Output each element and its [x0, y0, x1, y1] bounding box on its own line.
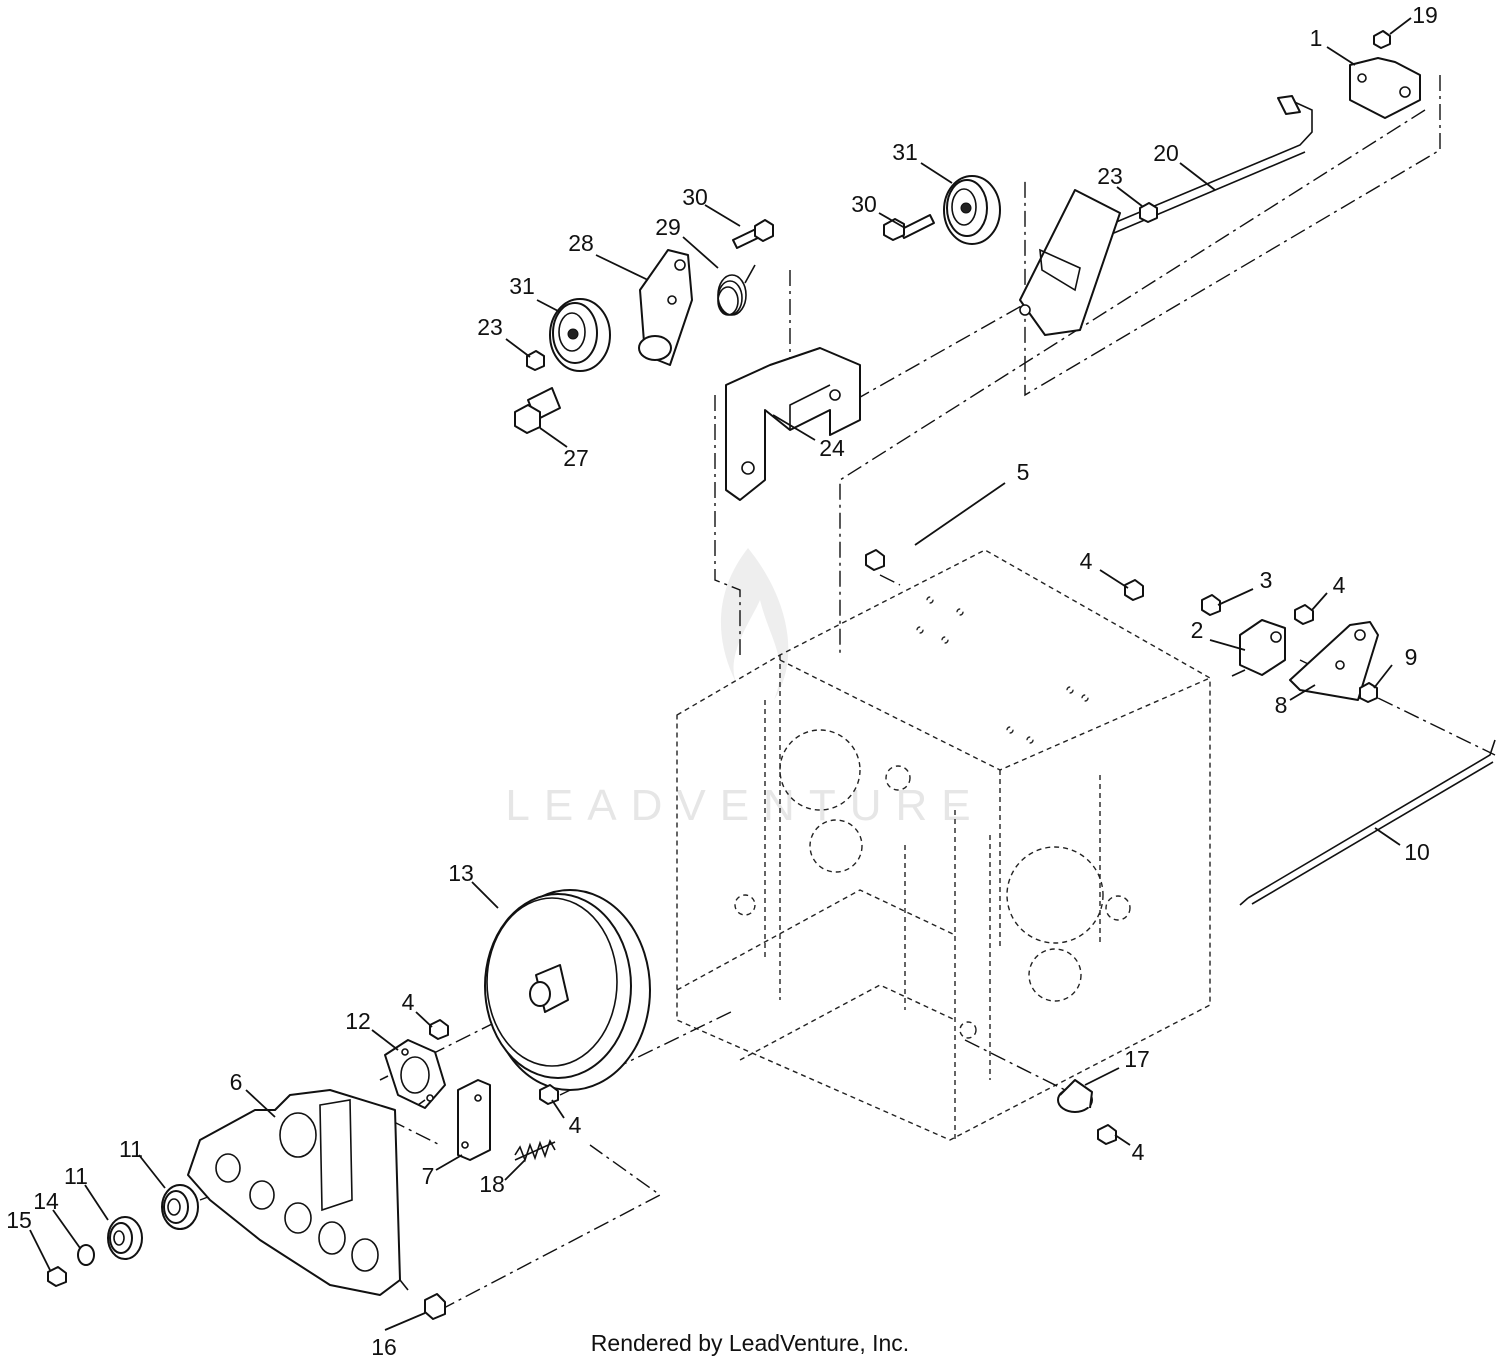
callout-11-upper: 11	[119, 1136, 143, 1162]
part-12-bearing-flange	[379, 1039, 446, 1109]
callout-8: 8	[1275, 692, 1288, 718]
callout-14: 14	[33, 1188, 59, 1214]
frame-housing	[676, 549, 1211, 1141]
part-4-bolt-top-center	[865, 549, 885, 571]
part-7-bracket	[457, 1079, 491, 1161]
callout-24: 24	[819, 435, 845, 461]
part-11-bearing-large	[161, 1184, 199, 1230]
part-28-idler-arm	[638, 249, 693, 366]
callout-31-left: 31	[509, 273, 535, 299]
callout-12: 12	[345, 1008, 371, 1034]
part-30-bolt-left	[732, 219, 774, 249]
part-6-housing-plate	[187, 1089, 409, 1296]
part-8-lever	[1289, 621, 1379, 701]
part-10-rod	[1247, 739, 1496, 899]
part-19-nut	[1373, 30, 1391, 49]
part-23-nut-right	[1139, 202, 1158, 223]
callout-2: 2	[1191, 617, 1204, 643]
callout-30-left: 30	[682, 184, 708, 210]
part-15-nut	[47, 1266, 67, 1287]
callout-16: 16	[371, 1334, 397, 1360]
mount-plate	[1019, 189, 1121, 336]
callout-20: 20	[1153, 140, 1179, 166]
part-30-bolt-right	[883, 214, 935, 241]
part-29-spring	[717, 264, 756, 316]
leader-lines	[29, 17, 1412, 1331]
callout-labels: 1 2 3 4 4 4 4 4 5 6 7 8 9 10 11 11 12 13…	[6, 2, 1438, 1360]
callout-4-bracket: 4	[569, 1112, 582, 1138]
part-31-idler-pulley-right	[943, 175, 1001, 245]
part-17-plug	[1057, 1079, 1093, 1113]
callout-1: 1	[1310, 25, 1323, 51]
part-23-nut-left	[526, 350, 545, 371]
part-27-shoulder-bolt	[514, 387, 561, 434]
callout-13: 13	[448, 860, 474, 886]
part-20-rod	[1089, 99, 1313, 234]
part-4-bolt-top-right	[1124, 579, 1144, 601]
callout-6: 6	[230, 1069, 243, 1095]
callout-23-left: 23	[477, 314, 503, 340]
part-3-bolt	[1201, 594, 1221, 616]
part-4-bolt-flange	[429, 1019, 449, 1040]
watermark-text: LEADVENTURE	[505, 781, 984, 830]
part-31-pulley-left	[549, 298, 611, 372]
callout-15: 15	[6, 1207, 32, 1233]
watermark-flame-icon	[720, 548, 789, 700]
callout-9: 9	[1405, 644, 1418, 670]
part-4-bolt-plug	[1097, 1124, 1117, 1145]
callout-27: 27	[563, 445, 589, 471]
callout-5: 5	[1017, 459, 1030, 485]
callout-4-top: 4	[1080, 548, 1093, 574]
callout-10: 10	[1404, 839, 1430, 865]
part-9-nut	[1359, 682, 1378, 703]
part-4-bolt-right	[1294, 604, 1314, 625]
callout-18: 18	[479, 1171, 505, 1197]
callout-4-plug: 4	[1132, 1139, 1145, 1165]
callout-30-right: 30	[851, 191, 877, 217]
part-16-bushing	[424, 1293, 446, 1320]
callout-7: 7	[422, 1163, 435, 1189]
callout-3: 3	[1260, 567, 1273, 593]
callout-29: 29	[655, 214, 681, 240]
watermark: LEADVENTURE	[505, 548, 984, 830]
callout-31-right: 31	[892, 139, 918, 165]
callout-11-lower: 11	[64, 1163, 88, 1189]
callout-23-right: 23	[1097, 163, 1123, 189]
part-24-bracket	[725, 347, 861, 501]
callout-17: 17	[1124, 1046, 1150, 1072]
part-11-bearing-small	[107, 1216, 143, 1260]
part-14-washer	[77, 1244, 95, 1266]
callout-28: 28	[568, 230, 594, 256]
render-credit: Rendered by LeadVenture, Inc.	[590, 1330, 910, 1356]
part-1-bracket	[1349, 57, 1421, 119]
part-4-bolt-bracket	[539, 1084, 559, 1105]
callout-4-right: 4	[1333, 572, 1346, 598]
callout-19: 19	[1412, 2, 1438, 28]
part-18-spring	[514, 1139, 556, 1163]
part-13-large-pulley	[484, 889, 651, 1091]
part-2-bracket	[1231, 619, 1286, 677]
callout-4-flange: 4	[402, 989, 415, 1015]
